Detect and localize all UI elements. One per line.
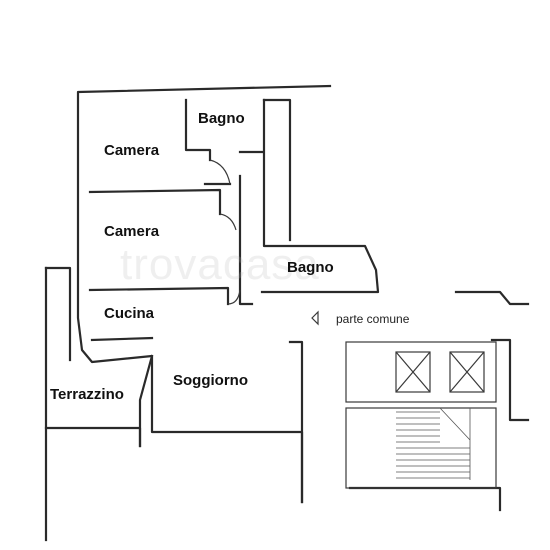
wall-camera-2 [88, 286, 230, 306]
outer-wall-top-right [262, 98, 292, 242]
common-wall-right [288, 340, 304, 504]
room-label-bagno-right: Bagno [287, 259, 334, 276]
common-wall-bottom [348, 486, 502, 512]
soggiorno-left [138, 354, 154, 448]
door-swing [219, 213, 237, 231]
stair-treads [396, 407, 471, 480]
room-label-bagno-top: Bagno [198, 110, 245, 127]
common-wall-stairs [490, 338, 530, 422]
terrace-bottom [44, 426, 142, 448]
wall-corridor [238, 174, 254, 306]
room-label-camera-1: Camera [104, 142, 160, 159]
lift-shaft-1 [395, 351, 431, 393]
door-swing [209, 159, 231, 185]
room-label-cucina: Cucina [104, 305, 155, 322]
common-wall-top [454, 290, 530, 306]
terrace-wall [44, 266, 72, 362]
stair-well [345, 407, 497, 489]
stair-landing [345, 341, 497, 403]
common-area-label: parte comune [336, 312, 410, 326]
room-label-terrazzino: Terrazzino [50, 386, 124, 403]
watermark-text: trovacasa [120, 240, 320, 289]
wall-bagno-top [184, 98, 212, 162]
lift-x-1 [395, 351, 431, 393]
door-swing [227, 289, 241, 305]
outer-wall [76, 84, 332, 504]
entrance-arrow [311, 310, 319, 326]
wall-camera-1 [88, 188, 222, 216]
lift-shaft-2 [449, 351, 485, 393]
room-label-soggiorno: Soggiorno [173, 372, 248, 389]
wall-cucina [90, 336, 154, 342]
outer-wall-right [260, 98, 380, 294]
lift-x-2 [449, 351, 485, 393]
room-label-camera-2: Camera [104, 223, 160, 240]
